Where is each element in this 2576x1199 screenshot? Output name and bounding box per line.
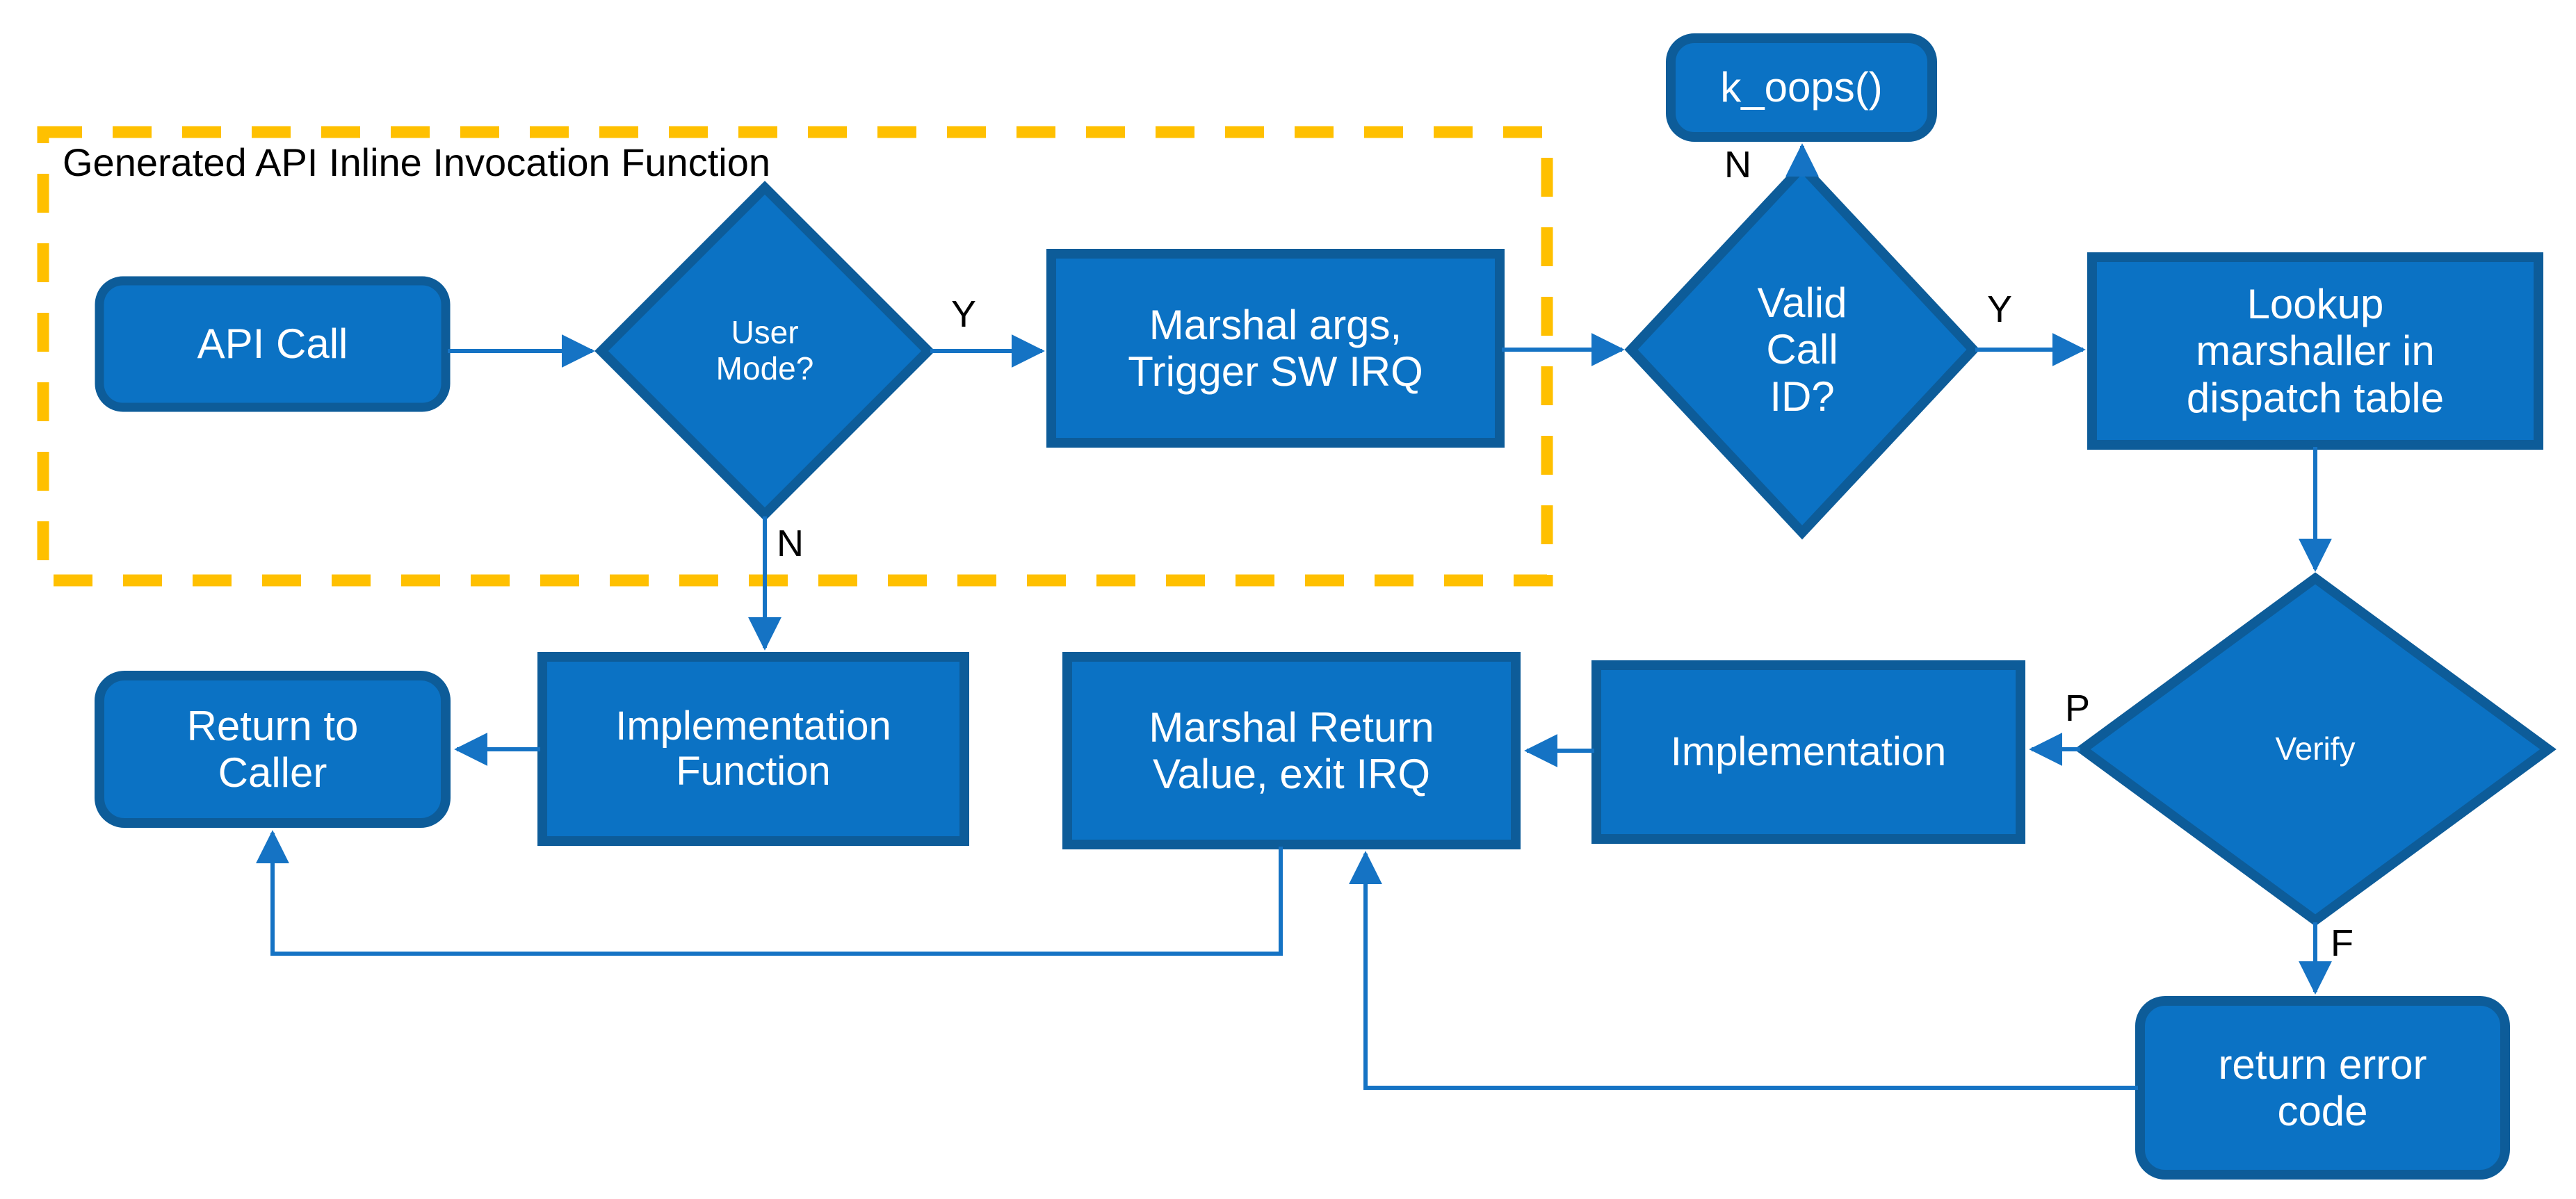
node-k-oops[interactable] [1666,33,1937,142]
node-lookup-marshaller[interactable] [2087,252,2543,450]
group-title-generated-api-inline-invocation-function: Generated API Inline Invocation Function [63,140,770,184]
edge-label-user-mode-yes: Y [951,293,977,335]
node-user-mode[interactable] [594,181,935,521]
node-return-error[interactable] [2135,996,2510,1180]
node-verify[interactable] [2074,572,2557,927]
edge-label-verify-pass: P [2065,687,2091,729]
edge-label-user-mode-no: N [777,523,804,564]
node-valid-call-id[interactable] [1624,159,1980,540]
node-return-to-caller[interactable] [95,671,451,828]
node-impl-function[interactable] [537,652,969,846]
node-marshal-args[interactable] [1046,249,1505,448]
edge-return-error-to-marshal-return [1349,851,2138,1090]
node-implementation[interactable] [1591,660,2025,844]
edge-label-verify-fail: F [2331,922,2354,964]
edge-label-valid-call-no: N [1724,144,1751,186]
edge-marshal-return-to-return-to-caller [256,830,1283,956]
node-marshal-return[interactable] [1062,652,1521,849]
edge-label-valid-call-yes: Y [1987,288,2013,330]
node-api-call[interactable] [95,276,451,412]
